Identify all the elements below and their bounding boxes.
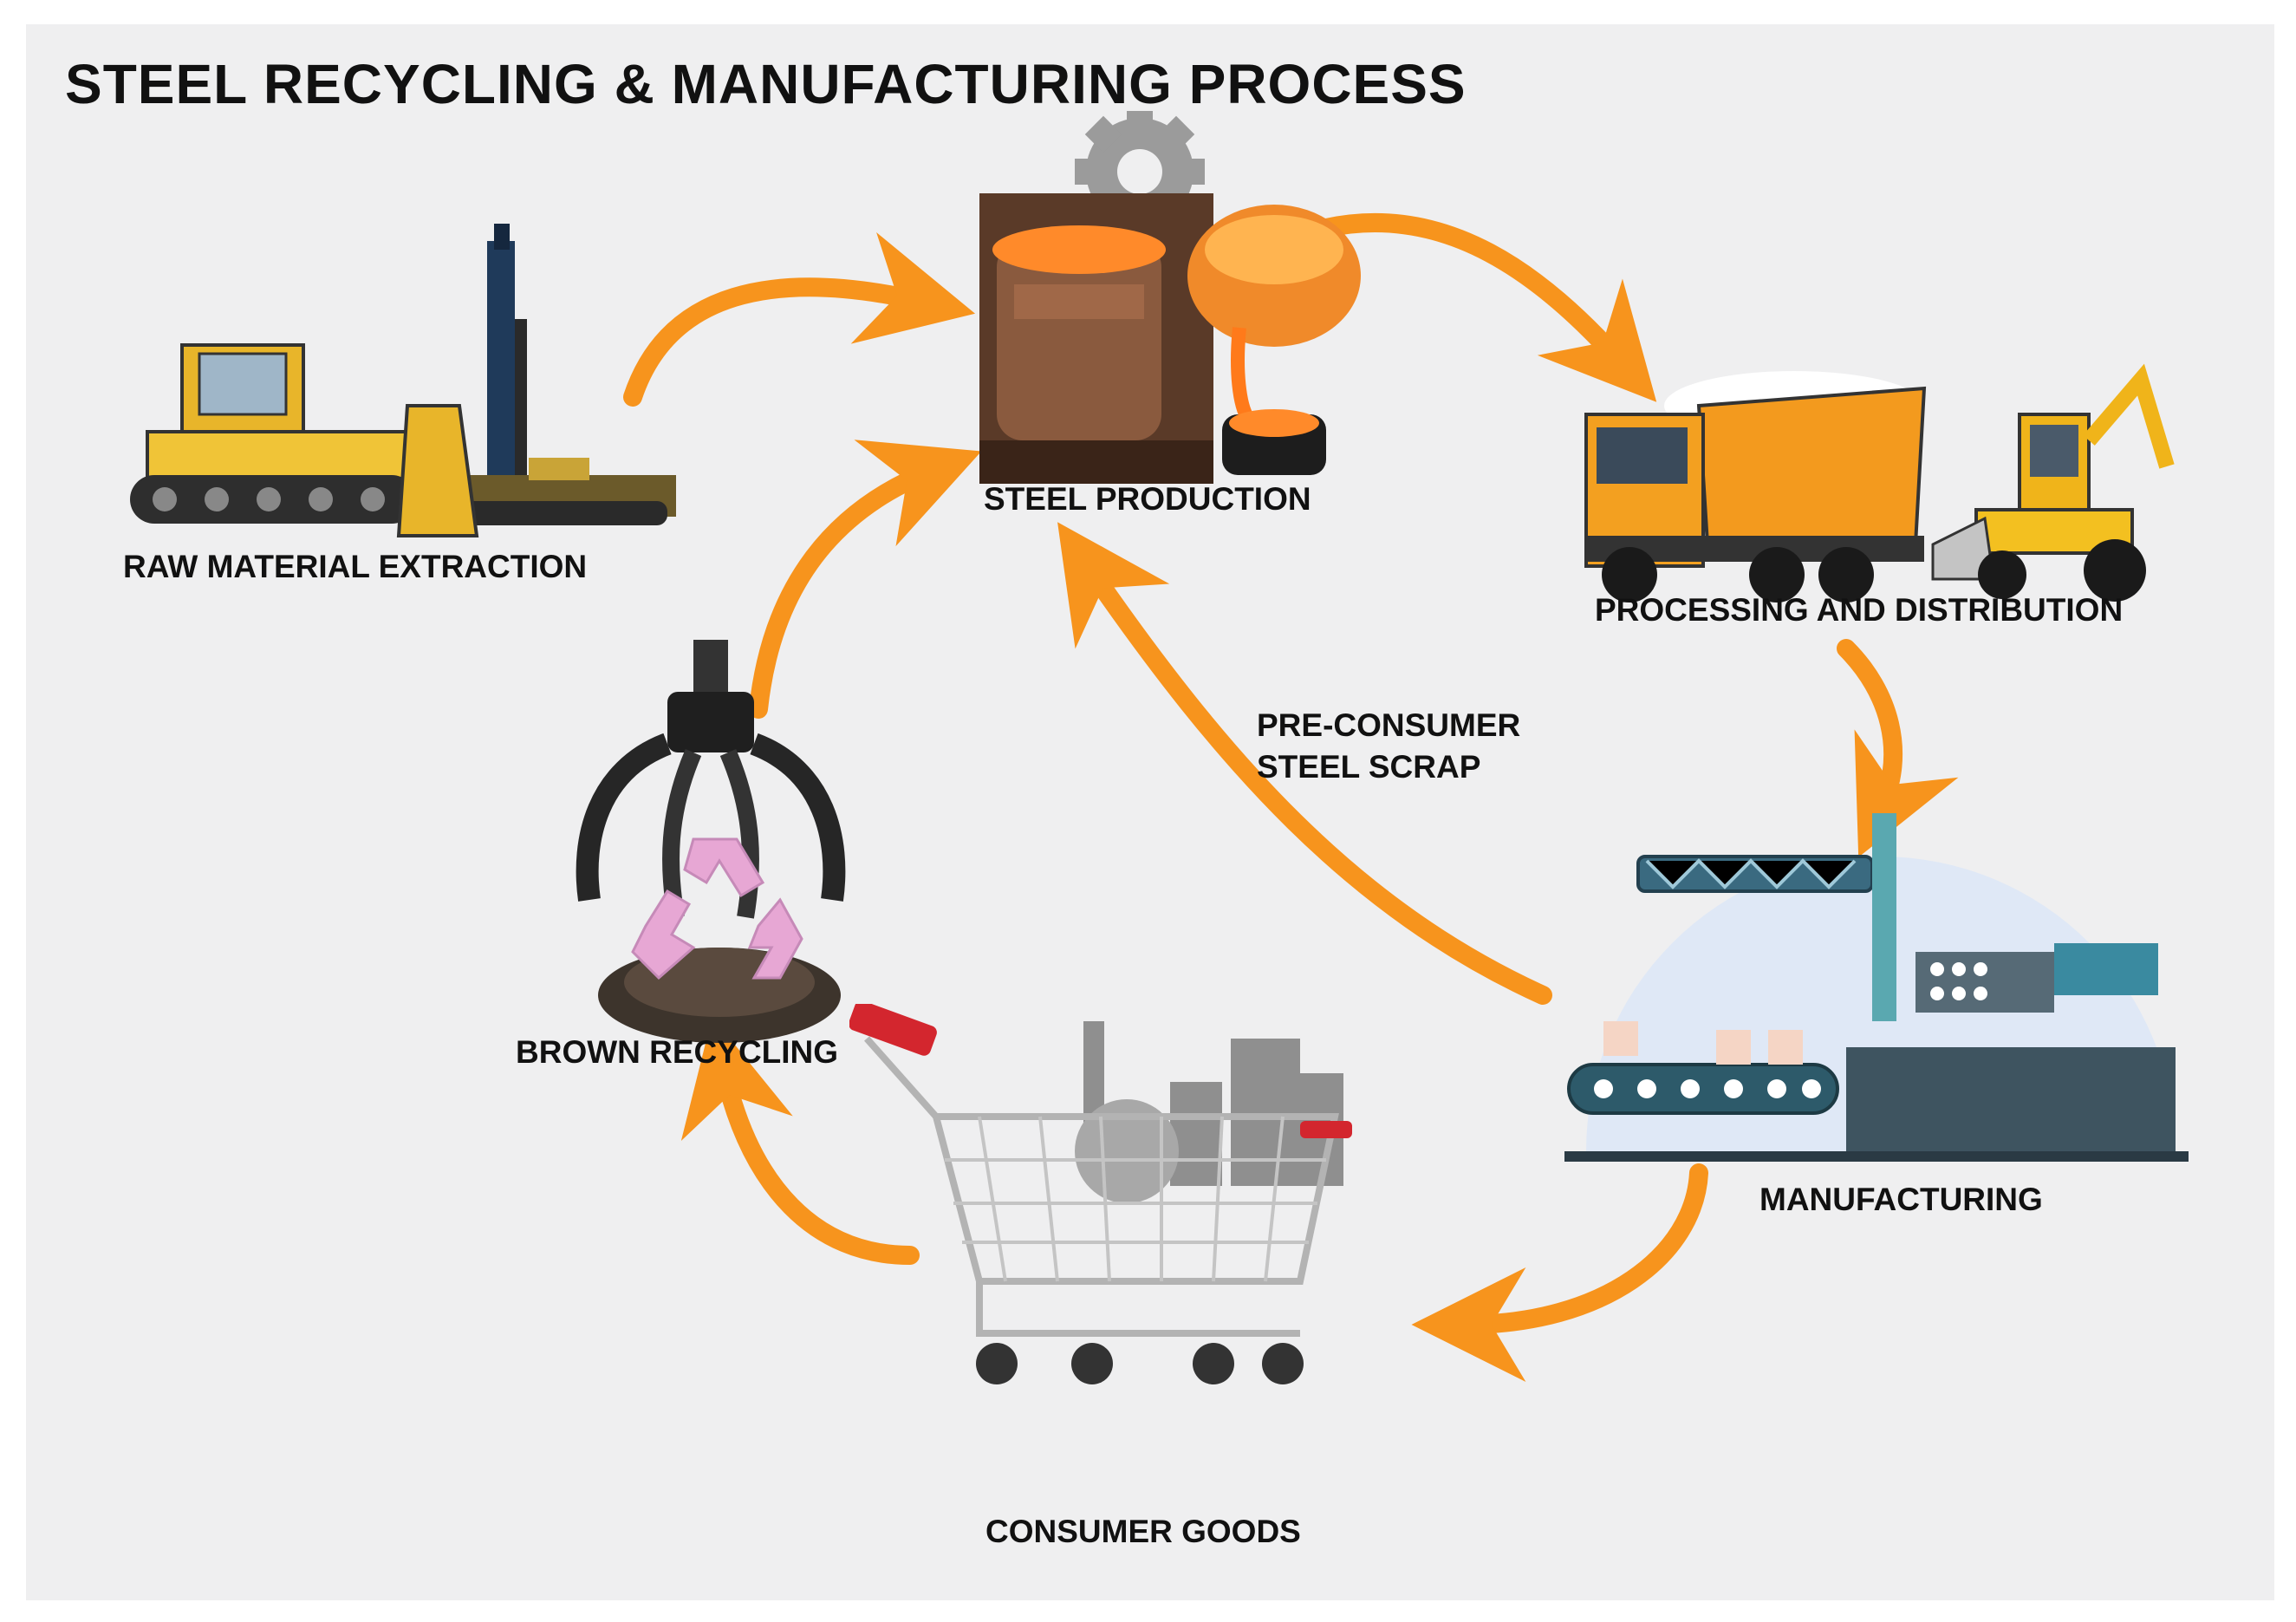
bulldozer-icon — [130, 343, 479, 537]
raw-material-illustration — [130, 224, 676, 537]
recycle-icon — [631, 837, 803, 980]
factory-machine-icon — [1564, 813, 2189, 1162]
arrow-recycling-to-production — [749, 440, 982, 719]
label-pre-consumer-scrap: PRE-CONSUMER STEEL SCRAP — [1257, 705, 1520, 788]
label-processing-and-distribution: PROCESSING AND DISTRIBUTION — [1595, 592, 2124, 628]
arrow-production-to-processing — [1317, 212, 1657, 402]
arrow-consumer-to-recycling — [680, 1016, 920, 1265]
diagram-canvas: STEEL RECYCLING & MANUFACTURING PROCESS … — [26, 24, 2274, 1600]
backhoe-loader-icon — [1931, 363, 2175, 602]
arrow-extraction-to-production — [623, 231, 976, 407]
manufacturing-illustration — [1564, 813, 2189, 1162]
steel-production-illustration — [979, 111, 1361, 484]
label-consumer-goods: CONSUMER GOODS — [985, 1514, 1301, 1549]
label-raw-material-extraction: RAW MATERIAL EXTRACTION — [123, 549, 588, 584]
ladle-icon — [1187, 205, 1361, 475]
processing-illustration — [1584, 363, 2175, 603]
arrow-pre-consumer-scrap — [1057, 522, 1552, 1005]
shopping-cart-icon — [849, 1004, 1352, 1384]
arrow-manufacturing-to-consumer — [1411, 1163, 1708, 1382]
label-manufacturing: MANUFACTURING — [1759, 1182, 2043, 1217]
label-steel-production: STEEL PRODUCTION — [984, 481, 1311, 517]
recycling-illustration — [576, 640, 846, 1043]
label-pre-consumer-line2: STEEL SCRAP — [1257, 749, 1481, 785]
label-brown-recycling: BROWN RECYCLING — [516, 1034, 839, 1070]
flow-arrows — [623, 212, 1959, 1382]
arrow-processing-to-manufacturing — [1837, 639, 1959, 857]
diagram-title: STEEL RECYCLING & MANUFACTURING PROCESS — [65, 53, 1467, 115]
label-pre-consumer-line1: PRE-CONSUMER — [1257, 707, 1521, 743]
consumer-goods-illustration — [849, 1004, 1352, 1384]
dump-truck-icon — [1584, 371, 1927, 603]
furnace-icon — [979, 193, 1213, 484]
